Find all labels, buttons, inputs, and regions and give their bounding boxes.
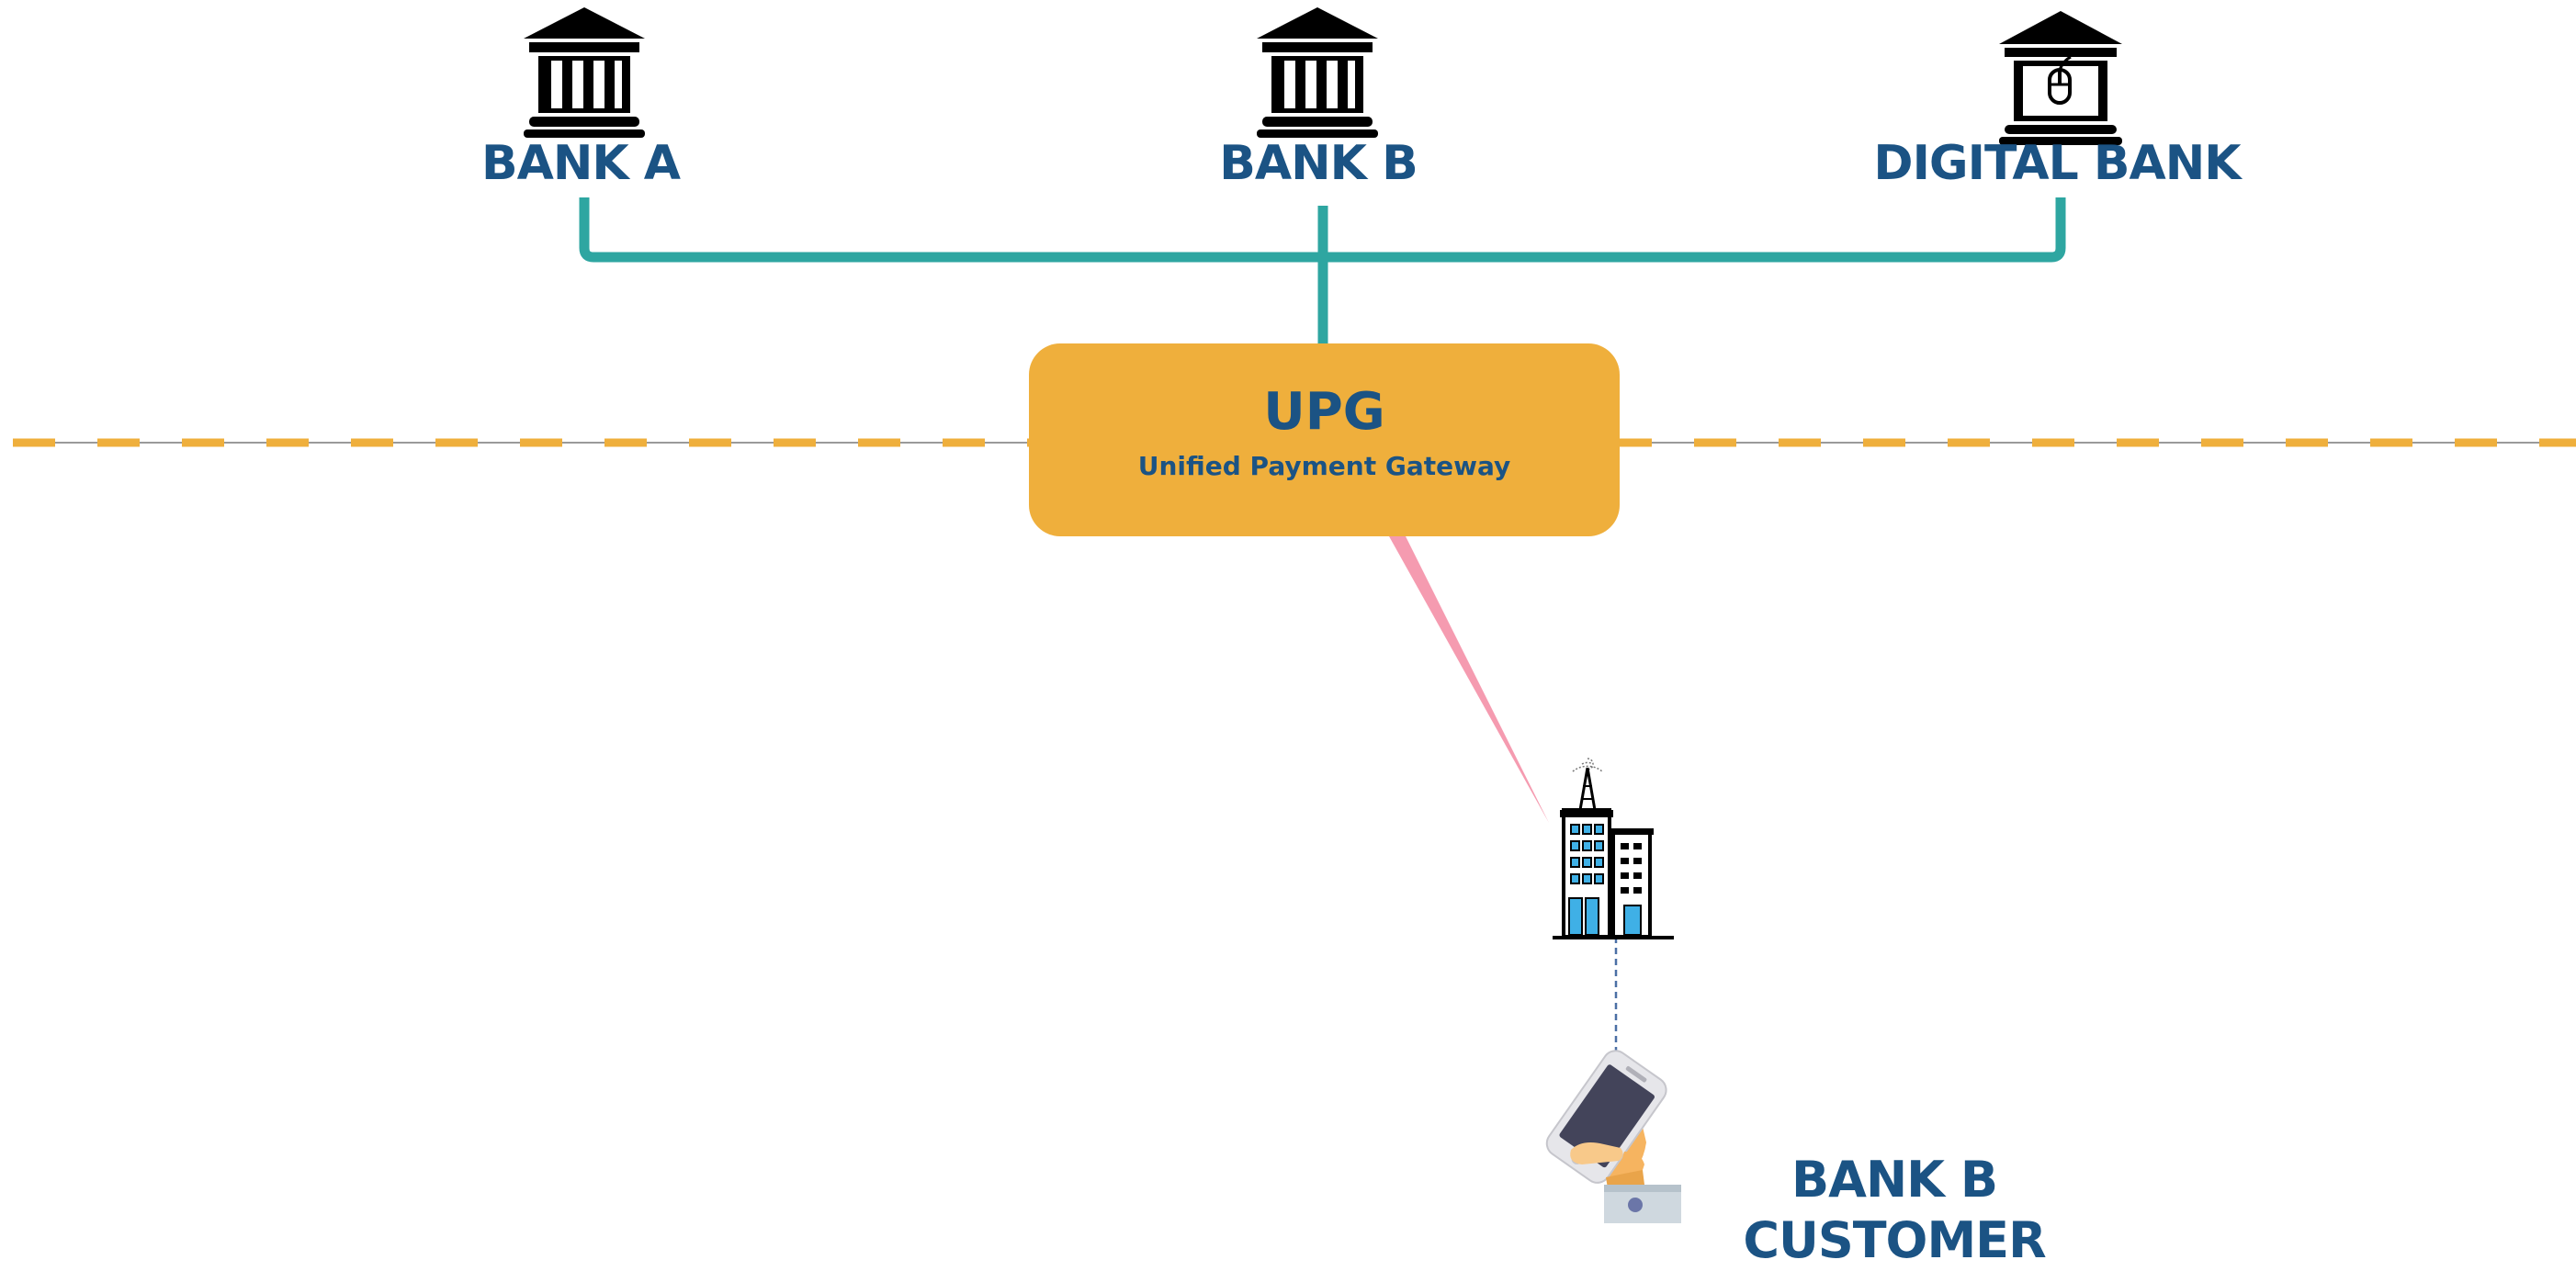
bank-connector-lines <box>579 197 2066 345</box>
digital-bank-icon <box>1999 11 2122 145</box>
customer-label: BANK B CUSTOMER <box>1743 1150 2046 1271</box>
bank-icon <box>1257 7 1378 138</box>
customer-label-line1: BANK B <box>1791 1151 1998 1209</box>
digital-bank-label: DIGITAL BANK <box>1873 136 2241 191</box>
gateway-title: UPG <box>1263 382 1385 442</box>
signal-beam <box>1389 536 1549 823</box>
bank-b-label: BANK B <box>1219 136 1418 191</box>
bank-icon <box>524 7 645 138</box>
bank-a-label: BANK A <box>480 136 681 191</box>
unified-payment-gateway-box: UPG Unified Payment Gateway <box>1029 343 1620 536</box>
gateway-subtitle: Unified Payment Gateway <box>1137 451 1511 481</box>
cell-tower-building-icon <box>1553 758 1674 939</box>
hand-holding-phone-icon <box>1545 1050 1681 1223</box>
customer-label-line2: CUSTOMER <box>1743 1211 2046 1269</box>
